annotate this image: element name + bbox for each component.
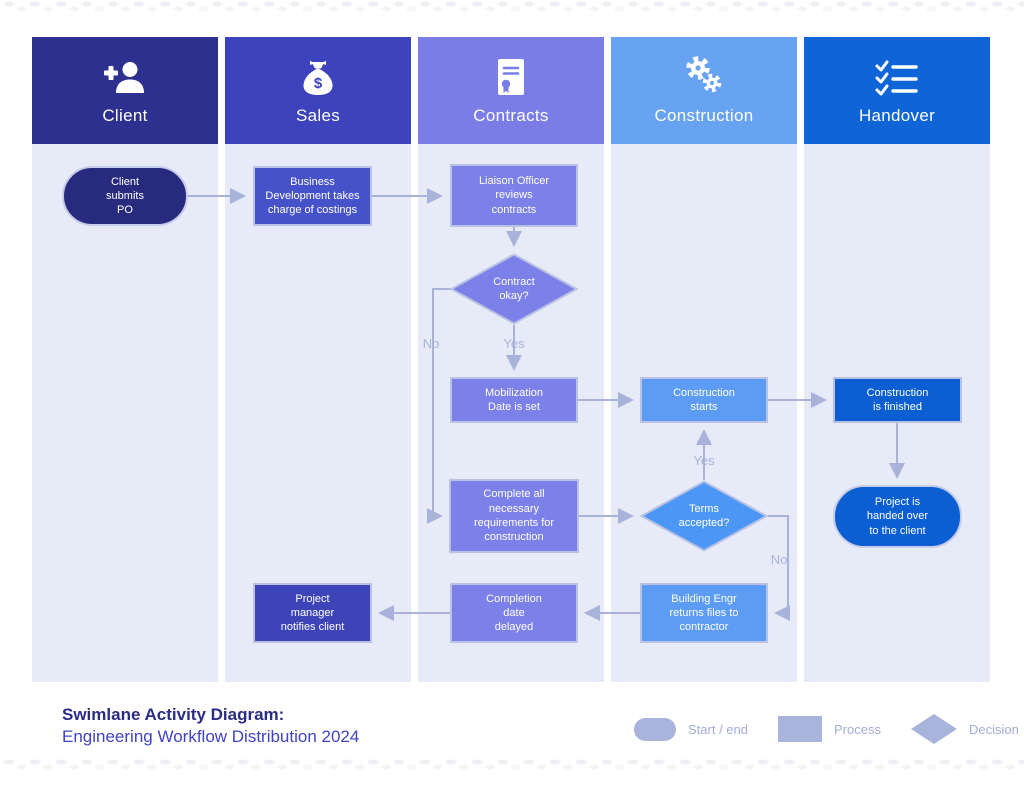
node-construction-finished: Construction is finished <box>833 377 962 423</box>
node-project-handed-over: Project is handed over to the client <box>833 485 962 548</box>
node-completion-delayed: Completion date delayed <box>450 583 578 643</box>
legend-label-process: Process <box>833 721 881 737</box>
decorative-border-bottom <box>0 758 1024 771</box>
decision-terms-accepted-text: Terms accepted? <box>678 502 730 529</box>
lane-header-client: Client <box>32 37 218 144</box>
lane-client: Client <box>32 37 218 682</box>
lane-label-sales: Sales <box>295 106 341 125</box>
lane-header-handover: Handover <box>804 37 990 144</box>
legend-label-start-end: Start / end <box>688 721 748 737</box>
legend-item-process: Process <box>777 716 881 742</box>
node-decision-contract-okay: Contract okay? <box>450 253 578 325</box>
node-mobilization-date: Mobilization Date is set <box>450 377 578 423</box>
branch-label-no-contract: No <box>422 336 440 351</box>
lane-label-handover: Handover <box>858 106 936 125</box>
branch-label-yes-contract: Yes <box>503 336 525 351</box>
node-pm-notifies-client: Project manager notifies client <box>253 583 372 643</box>
legend-item-start-end: Start / end <box>634 717 748 741</box>
node-building-engr-returns: Building Engr returns files to contracto… <box>640 583 768 643</box>
diagram-title: Swimlane Activity Diagram: <box>62 705 285 724</box>
legend-item-decision: Decision <box>910 714 1019 744</box>
node-client-submits-po: Client submits PO <box>62 166 188 226</box>
money-bag-icon: $ <box>297 55 339 97</box>
lane-handover: Handover <box>804 37 990 682</box>
lane-header-construction: Construction <box>611 37 797 144</box>
decision-contract-okay-text: Contract okay? <box>493 275 535 302</box>
node-liaison-officer: Liaison Officer reviews contracts <box>450 164 578 227</box>
lane-header-contracts: Contracts <box>418 37 604 144</box>
lane-label-construction: Construction <box>654 106 754 125</box>
decorative-border-top <box>0 0 1024 13</box>
node-construction-starts: Construction starts <box>640 377 768 423</box>
add-user-icon <box>102 55 148 97</box>
legend-label-decision: Decision <box>968 721 1019 737</box>
gears-icon <box>682 55 726 97</box>
diagram-subtitle: Engineering Workflow Distribution 2024 <box>62 727 360 746</box>
lane-header-sales: $ Sales <box>225 37 411 144</box>
process-shape-icon <box>777 716 822 742</box>
svg-text:$: $ <box>314 75 323 92</box>
lane-label-client: Client <box>102 106 148 125</box>
node-decision-terms-accepted: Terms accepted? <box>640 480 768 552</box>
lane-label-contracts: Contracts <box>473 106 549 125</box>
checklist-icon <box>874 55 920 97</box>
start-end-shape-icon <box>634 717 676 741</box>
node-business-development: Business Development takes charge of cos… <box>253 166 372 226</box>
branch-label-no-terms: No <box>770 552 788 567</box>
node-complete-requirements: Complete all necessary requirements for … <box>449 479 579 553</box>
certificate-icon <box>491 55 531 97</box>
legend: Start / end Process Decision <box>634 714 1019 744</box>
branch-label-yes-terms: Yes <box>693 453 715 468</box>
lane-body-client <box>32 144 218 682</box>
decision-shape-icon <box>910 714 957 744</box>
